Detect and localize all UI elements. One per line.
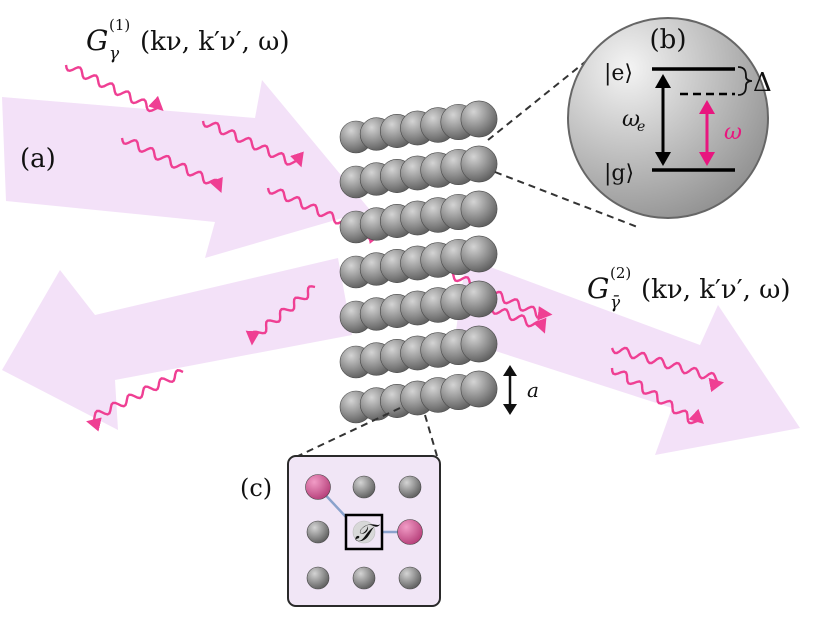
transfer-operator-box [344, 513, 384, 551]
arrow-head-down [503, 404, 517, 415]
incoming-greens-function: G (1) γ (kν, k′ν′, ω) [86, 16, 289, 64]
highlighted-atom [397, 519, 423, 545]
drive-freq-label: ω [724, 120, 742, 145]
incoming-superscript: (1) [109, 16, 130, 34]
transition-freq-subscript: e [637, 119, 645, 135]
outgoing-left-beam [2, 258, 352, 430]
outgoing-superscript: (2) [610, 264, 631, 282]
wavy-photon-icon [245, 285, 316, 346]
outgoing-arguments: (kν, k′ν′, ω) [641, 275, 790, 305]
inset-atom [398, 566, 422, 590]
lattice-spacing-label: a [527, 378, 539, 402]
atom-chain [339, 325, 498, 379]
inset-atom [306, 520, 330, 544]
panel-c-label: (c) [240, 474, 272, 502]
zoom-line-c-right [424, 414, 438, 457]
wavy-photon-icon [64, 64, 164, 113]
inset-atom [352, 475, 376, 499]
atom [460, 145, 498, 183]
inset-atom [306, 566, 330, 590]
atom-chain [339, 370, 498, 424]
incoming-G: G [86, 24, 108, 57]
outgoing-greens-function: G (2) γ̄ (kν, k′ν′, ω) [587, 264, 790, 313]
inset-atom [352, 520, 376, 544]
drive-arrow-head-down [699, 152, 715, 166]
transition-freq-label: ω [622, 107, 640, 132]
wavy-photon-icon [86, 369, 184, 432]
lattice-spacing: a [503, 365, 539, 415]
atom-chain [339, 235, 498, 289]
brace-icon [737, 66, 753, 96]
panel-b-level-diagram: (b) |e⟩ |g⟩ Δ ω e ω [567, 17, 772, 219]
arrow-head-up [503, 365, 517, 376]
atom [460, 280, 498, 318]
atom [460, 370, 498, 408]
panel-b-label: (b) [650, 25, 687, 55]
outgoing-G: G [587, 272, 609, 305]
atom-chain [339, 100, 498, 154]
panel-a-label: (a) [20, 144, 56, 174]
incoming-subscript: γ [109, 44, 120, 64]
outgoing-subscript: γ̄ [610, 293, 621, 313]
wavy-photon-icon [610, 367, 705, 425]
wavy-photon-icon [120, 137, 223, 193]
incoming-arguments: (kν, k′ν′, ω) [140, 27, 289, 57]
inset-atom-grid [305, 474, 423, 590]
wavy-photon-icon [201, 120, 304, 168]
zoom-line-c-left [297, 407, 401, 457]
atom-lattice [339, 100, 498, 424]
atom-chain [339, 145, 498, 199]
atom-chain [339, 190, 498, 244]
highlighted-atom [305, 474, 331, 500]
transition-arrow-head-down [655, 152, 671, 166]
atom [460, 190, 498, 228]
transition-arrow-head-up [655, 74, 671, 88]
atom [460, 325, 498, 363]
atom [460, 235, 498, 273]
drive-arrow-head-up [699, 100, 715, 114]
zoom-lines [297, 49, 641, 457]
photons [64, 64, 725, 432]
zoom-line-b-bottom [494, 171, 641, 229]
inset-atom [352, 566, 376, 590]
atom-chain [339, 280, 498, 334]
panel-c-inset: 𝒯 (c) [240, 455, 441, 607]
inset-atom [398, 475, 422, 499]
excited-state-label: |e⟩ [604, 61, 633, 86]
wavy-photon-icon [610, 346, 725, 393]
detuning-label: Δ [753, 68, 772, 98]
ground-state-label: |g⟩ [604, 161, 634, 186]
atom [460, 100, 498, 138]
